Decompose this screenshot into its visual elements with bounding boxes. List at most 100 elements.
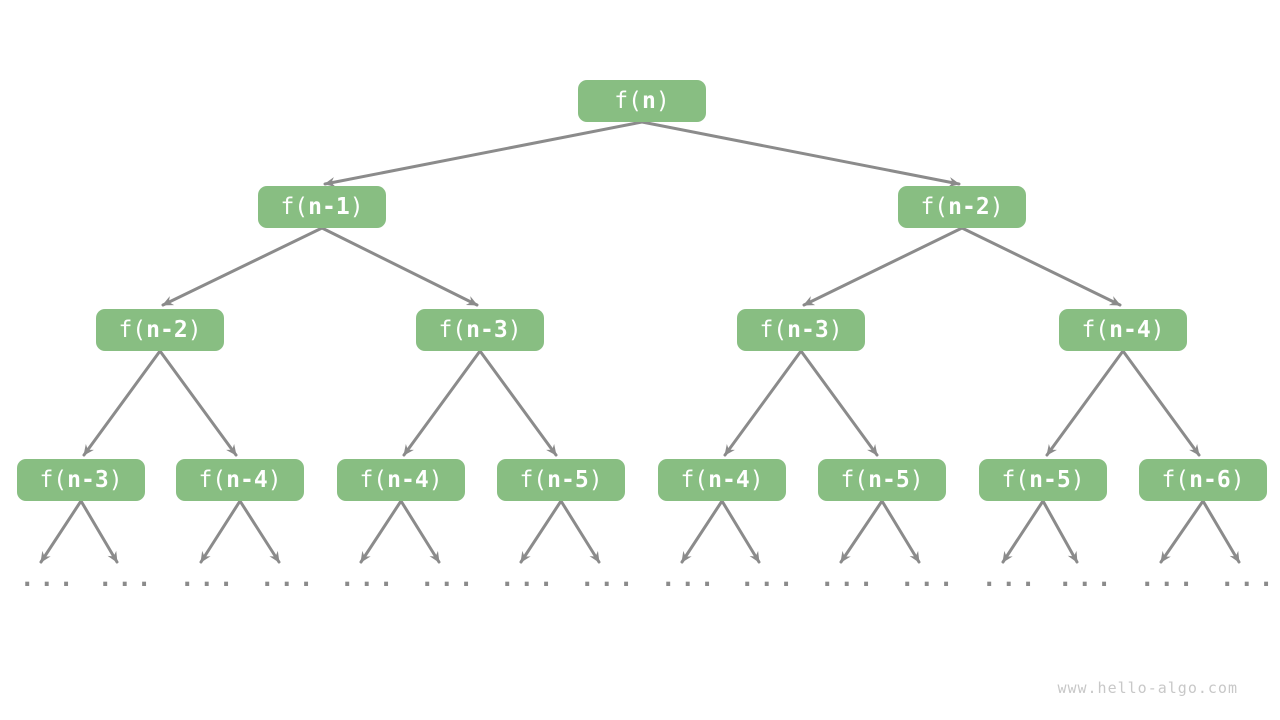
node-label-prefix: f(	[680, 467, 709, 493]
tree-node: f(n-3)	[737, 309, 865, 351]
ellipsis-leaf: ...	[661, 564, 720, 592]
node-label-suffix: )	[828, 317, 843, 343]
edges-group	[39, 120, 1241, 564]
node-label-core: n-4	[387, 467, 429, 493]
node-label-core: n-6	[1189, 467, 1231, 493]
edge-arrow	[1045, 349, 1125, 457]
ellipsis-leaf: ...	[580, 564, 639, 592]
tree-node: f(n-5)	[979, 459, 1107, 501]
edge-arrow	[158, 349, 238, 457]
node-label-core: n	[641, 88, 656, 114]
ellipsis-leaf: ...	[740, 564, 799, 592]
edge-arrow	[82, 349, 162, 457]
ellipsis-leaf: ...	[820, 564, 879, 592]
tree-node: f(n-5)	[818, 459, 946, 501]
ellipsis-leaf: ...	[340, 564, 399, 592]
edge-arrow	[680, 499, 724, 564]
node-label-suffix: )	[187, 317, 202, 343]
edge-arrow	[519, 499, 563, 564]
node-label-suffix: )	[749, 467, 764, 493]
node-label-suffix: )	[267, 467, 282, 493]
edge-arrow	[720, 499, 761, 564]
edge-arrow	[161, 226, 324, 307]
node-label-prefix: f(	[359, 467, 388, 493]
tree-node: f(n-2)	[96, 309, 224, 351]
tree-node: f(n-6)	[1139, 459, 1267, 501]
node-label-suffix: )	[909, 467, 924, 493]
node-label-prefix: f(	[118, 317, 147, 343]
node-label-prefix: f(	[1001, 467, 1030, 493]
node-label-suffix: )	[588, 467, 603, 493]
ellipsis-leaf: ...	[420, 564, 479, 592]
node-label-prefix: f(	[280, 194, 309, 220]
watermark-text: www.hello-algo.com	[1057, 679, 1238, 697]
node-label-suffix: )	[428, 467, 443, 493]
edge-arrow	[359, 499, 403, 564]
edge-arrow	[1159, 499, 1205, 564]
edge-arrow	[399, 499, 441, 564]
ellipsis-leaf: ...	[98, 564, 157, 592]
node-label-core: n-1	[308, 194, 350, 220]
node-label-prefix: f(	[39, 467, 68, 493]
edge-arrow	[559, 499, 601, 564]
node-label-suffix: )	[1230, 467, 1245, 493]
node-label-suffix: )	[1150, 317, 1165, 343]
edge-arrow	[640, 120, 961, 187]
edge-arrow	[238, 499, 281, 564]
edge-arrow	[880, 499, 921, 564]
tree-node: f(n)	[578, 80, 706, 122]
node-label-prefix: f(	[1081, 317, 1110, 343]
ellipsis-leaf: ...	[982, 564, 1041, 592]
node-label-suffix: )	[349, 194, 364, 220]
edge-arrow	[802, 226, 964, 307]
edge-arrow	[799, 349, 879, 457]
edge-arrow	[960, 226, 1122, 307]
node-label-prefix: f(	[438, 317, 467, 343]
ellipsis-leaf: ...	[1140, 564, 1199, 592]
tree-node: f(n-4)	[1059, 309, 1187, 351]
edge-arrow	[1201, 499, 1241, 564]
ellipsis-leaf: ...	[1058, 564, 1117, 592]
edge-arrow	[478, 349, 558, 457]
node-label-prefix: f(	[198, 467, 227, 493]
ellipsis-leaf: ...	[1220, 564, 1279, 592]
node-label-prefix: f(	[614, 88, 642, 114]
edge-arrow	[323, 120, 644, 187]
edge-arrow	[723, 349, 803, 457]
tree-node: f(n-4)	[658, 459, 786, 501]
ellipsis-leaf: ...	[900, 564, 959, 592]
ellipsis-leaf: ...	[180, 564, 239, 592]
edge-arrow	[1041, 499, 1079, 564]
ellipsis-leaf: ...	[260, 564, 319, 592]
tree-node: f(n-3)	[416, 309, 544, 351]
node-label-core: n-4	[708, 467, 750, 493]
node-label-core: n-3	[67, 467, 109, 493]
node-label-core: n-3	[787, 317, 829, 343]
tree-node: f(n-5)	[497, 459, 625, 501]
edge-arrow	[199, 499, 242, 564]
node-label-suffix: )	[1070, 467, 1085, 493]
node-label-core: n-5	[1029, 467, 1071, 493]
edge-arrow	[1121, 349, 1201, 457]
node-label-prefix: f(	[840, 467, 869, 493]
node-label-core: n-4	[1109, 317, 1151, 343]
edge-arrow	[39, 499, 83, 564]
node-label-prefix: f(	[759, 317, 788, 343]
node-label-core: n-2	[948, 194, 990, 220]
tree-node: f(n-4)	[176, 459, 304, 501]
tree-node: f(n-1)	[258, 186, 386, 228]
edge-arrow	[839, 499, 884, 564]
node-label-prefix: f(	[519, 467, 548, 493]
tree-node: f(n-3)	[17, 459, 145, 501]
tree-node: f(n-2)	[898, 186, 1026, 228]
node-label-core: n-4	[226, 467, 268, 493]
node-label-core: n-5	[547, 467, 589, 493]
node-label-prefix: f(	[920, 194, 949, 220]
edge-arrow	[320, 226, 479, 307]
ellipsis-leaf: ...	[500, 564, 559, 592]
ellipsis-leaf: ...	[20, 564, 79, 592]
edge-arrow	[402, 349, 482, 457]
node-label-core: n-3	[466, 317, 508, 343]
